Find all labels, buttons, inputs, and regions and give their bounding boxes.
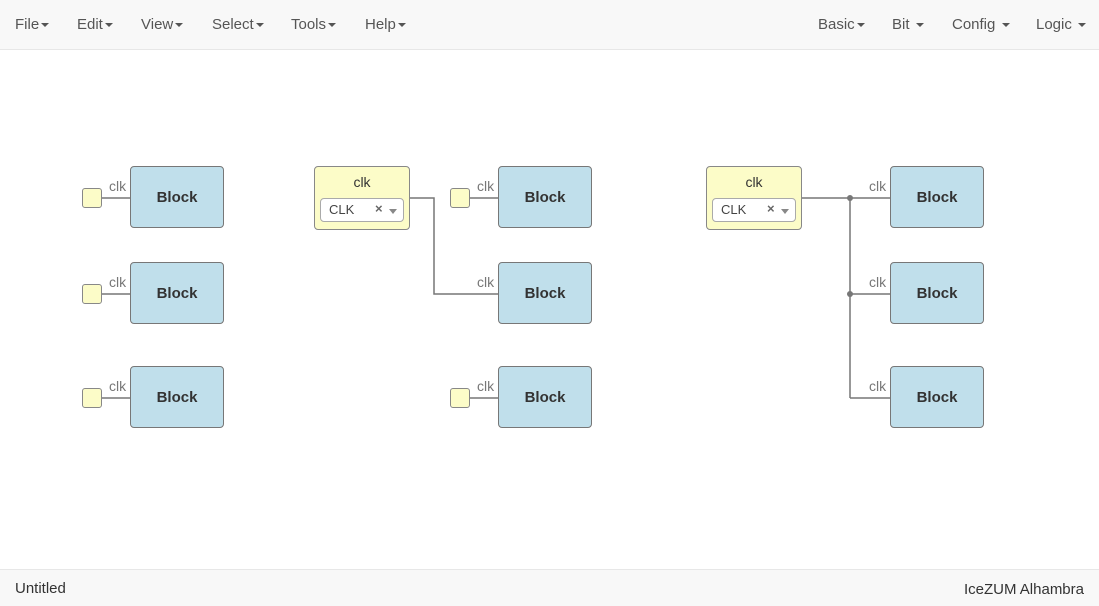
status-bar: Untitled IceZUM Alhambra [0, 569, 1099, 606]
caret-down-icon [41, 23, 50, 28]
block-label: Block [916, 188, 958, 206]
block[interactable]: Block [890, 262, 984, 324]
menu-view-label: View [141, 16, 174, 33]
caret-down-icon [175, 23, 184, 28]
block-label: Block [156, 188, 198, 206]
menu-help[interactable]: Help [365, 0, 406, 50]
wire[interactable] [410, 197, 498, 295]
port-label: clk [477, 274, 495, 290]
input-port-handle[interactable] [82, 284, 102, 304]
port-label: clk [477, 178, 495, 194]
block[interactable]: Block [130, 166, 224, 228]
menu-select[interactable]: Select [212, 0, 264, 50]
clock-input-title: clk [745, 174, 763, 190]
port-label: clk [869, 378, 887, 394]
port-label: clk [109, 178, 127, 194]
clock-input-block[interactable]: clk CLK × [706, 166, 802, 230]
clear-icon[interactable]: × [375, 201, 383, 216]
menu-help-label: Help [365, 16, 396, 33]
menu-basic-label: Basic [818, 16, 855, 33]
project-name: Untitled [15, 580, 66, 597]
clock-pin-value: CLK [721, 202, 747, 217]
menu-edit[interactable]: Edit [77, 0, 113, 50]
block[interactable]: Block [890, 366, 984, 428]
caret-down-icon [915, 23, 924, 28]
caret-down-icon [328, 23, 337, 28]
block-label: Block [524, 284, 566, 302]
caret-down-icon [856, 23, 865, 28]
caret-down-icon [255, 23, 264, 28]
port-label: clk [869, 178, 887, 194]
block[interactable]: Block [130, 262, 224, 324]
block-label: Block [156, 284, 198, 302]
input-port-handle[interactable] [82, 188, 102, 208]
clock-input-block[interactable]: clk CLK × [314, 166, 410, 230]
caret-down-icon [397, 23, 406, 28]
menu-logic[interactable]: Logic [1036, 0, 1087, 50]
clock-pin-select[interactable]: CLK × [320, 198, 404, 222]
block-label: Block [524, 188, 566, 206]
dropdown-arrow-icon[interactable] [389, 209, 397, 214]
block-label: Block [156, 388, 198, 406]
caret-down-icon [1001, 23, 1010, 28]
clock-pin-value: CLK [329, 202, 355, 217]
menu-file[interactable]: File [15, 0, 50, 50]
input-port-handle[interactable] [450, 188, 470, 208]
block[interactable]: Block [130, 366, 224, 428]
block[interactable]: Block [498, 366, 592, 428]
input-port-handle[interactable] [450, 388, 470, 408]
block-label: Block [916, 388, 958, 406]
wire-junction [847, 195, 853, 201]
block[interactable]: Block [498, 166, 592, 228]
menu-config-label: Config [952, 16, 996, 33]
menu-basic[interactable]: Basic [818, 0, 865, 50]
dropdown-arrow-icon[interactable] [781, 209, 789, 214]
menu-file-label: File [15, 16, 40, 33]
design-canvas[interactable]: clk Block clk Block clk Block clk CLK × … [0, 50, 1099, 569]
block-label: Block [916, 284, 958, 302]
input-port-handle[interactable] [82, 388, 102, 408]
menu-tools-label: Tools [291, 16, 327, 33]
port-label: clk [477, 378, 495, 394]
port-label: clk [109, 378, 127, 394]
caret-down-icon [104, 23, 113, 28]
menu-logic-label: Logic [1036, 16, 1072, 33]
caret-down-icon [1078, 23, 1087, 28]
menu-bar: File Edit View Select Tools Help Basic B… [0, 0, 1099, 50]
menu-edit-label: Edit [77, 16, 103, 33]
menu-config[interactable]: Config [952, 0, 1010, 50]
clock-pin-select[interactable]: CLK × [712, 198, 796, 222]
clear-icon[interactable]: × [767, 201, 775, 216]
wire-junction [847, 291, 853, 297]
port-label: clk [869, 274, 887, 290]
port-label: clk [109, 274, 127, 290]
menu-bit-label: Bit [892, 16, 910, 33]
menu-bit[interactable]: Bit [892, 0, 924, 50]
block[interactable]: Block [890, 166, 984, 228]
clock-input-title: clk [353, 174, 371, 190]
block-label: Block [524, 388, 566, 406]
menu-tools[interactable]: Tools [291, 0, 337, 50]
menu-view[interactable]: View [141, 0, 184, 50]
board-name[interactable]: IceZUM Alhambra [963, 581, 1084, 598]
block[interactable]: Block [498, 262, 592, 324]
menu-select-label: Select [212, 16, 254, 33]
wires-layer [102, 195, 890, 399]
